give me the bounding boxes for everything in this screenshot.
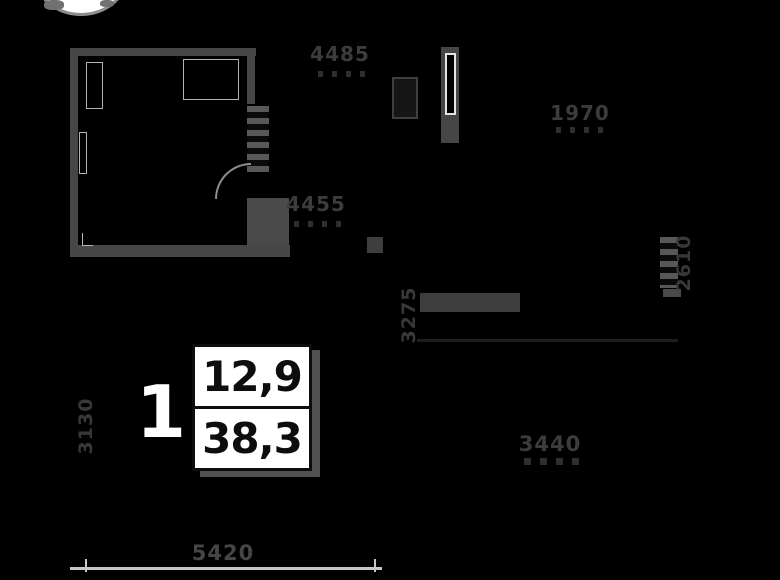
room-wall-top [70, 48, 256, 56]
dimension-tick-right [374, 559, 376, 572]
wall-junction-square [367, 237, 383, 253]
wall-step [663, 289, 681, 297]
dimension-right-vertical: 2610 [673, 234, 695, 292]
door-swing-arc [215, 163, 251, 199]
closet-outline [86, 62, 103, 109]
total-area-value: 38,3 [202, 414, 303, 463]
dimension-tick-left [85, 559, 87, 572]
wardrobe-outline [183, 59, 239, 100]
window-frame [445, 53, 456, 115]
corridor-line [417, 339, 678, 342]
dimension-bottom: 5420 [191, 541, 255, 565]
dimension-top-right: 1970 [550, 101, 610, 125]
area-info-box: 12,9 38,3 [192, 344, 312, 471]
window-sill-left [79, 132, 87, 174]
logo-watermark-fragment [44, 0, 64, 10]
living-area-value: 12,9 [195, 347, 309, 409]
room-wall-left [70, 48, 78, 257]
room-count: 1 [136, 370, 187, 454]
dimension-ticks [556, 127, 603, 133]
room-wall-bottom [70, 245, 290, 257]
vent-shaft [392, 77, 418, 119]
dimension-ticks [524, 458, 579, 465]
dimension-left-vertical: 3130 [75, 397, 97, 455]
wall-horizontal-middle [420, 293, 520, 312]
window-right-hatch [247, 106, 269, 172]
room-wall-right-upper [247, 48, 255, 104]
dimension-ticks [318, 71, 365, 77]
dimension-top: 4485 [310, 42, 370, 66]
dimension-center-vertical: 3275 [398, 286, 420, 344]
dimension-bottom-right: 3440 [518, 432, 582, 456]
dimension-line-bottom [70, 567, 382, 570]
dimension-center: 4455 [286, 192, 346, 216]
dimension-ticks [294, 221, 341, 227]
corner-line [82, 233, 93, 246]
logo-watermark-fragment [100, 0, 114, 7]
window-far-right-hatch [660, 237, 678, 288]
